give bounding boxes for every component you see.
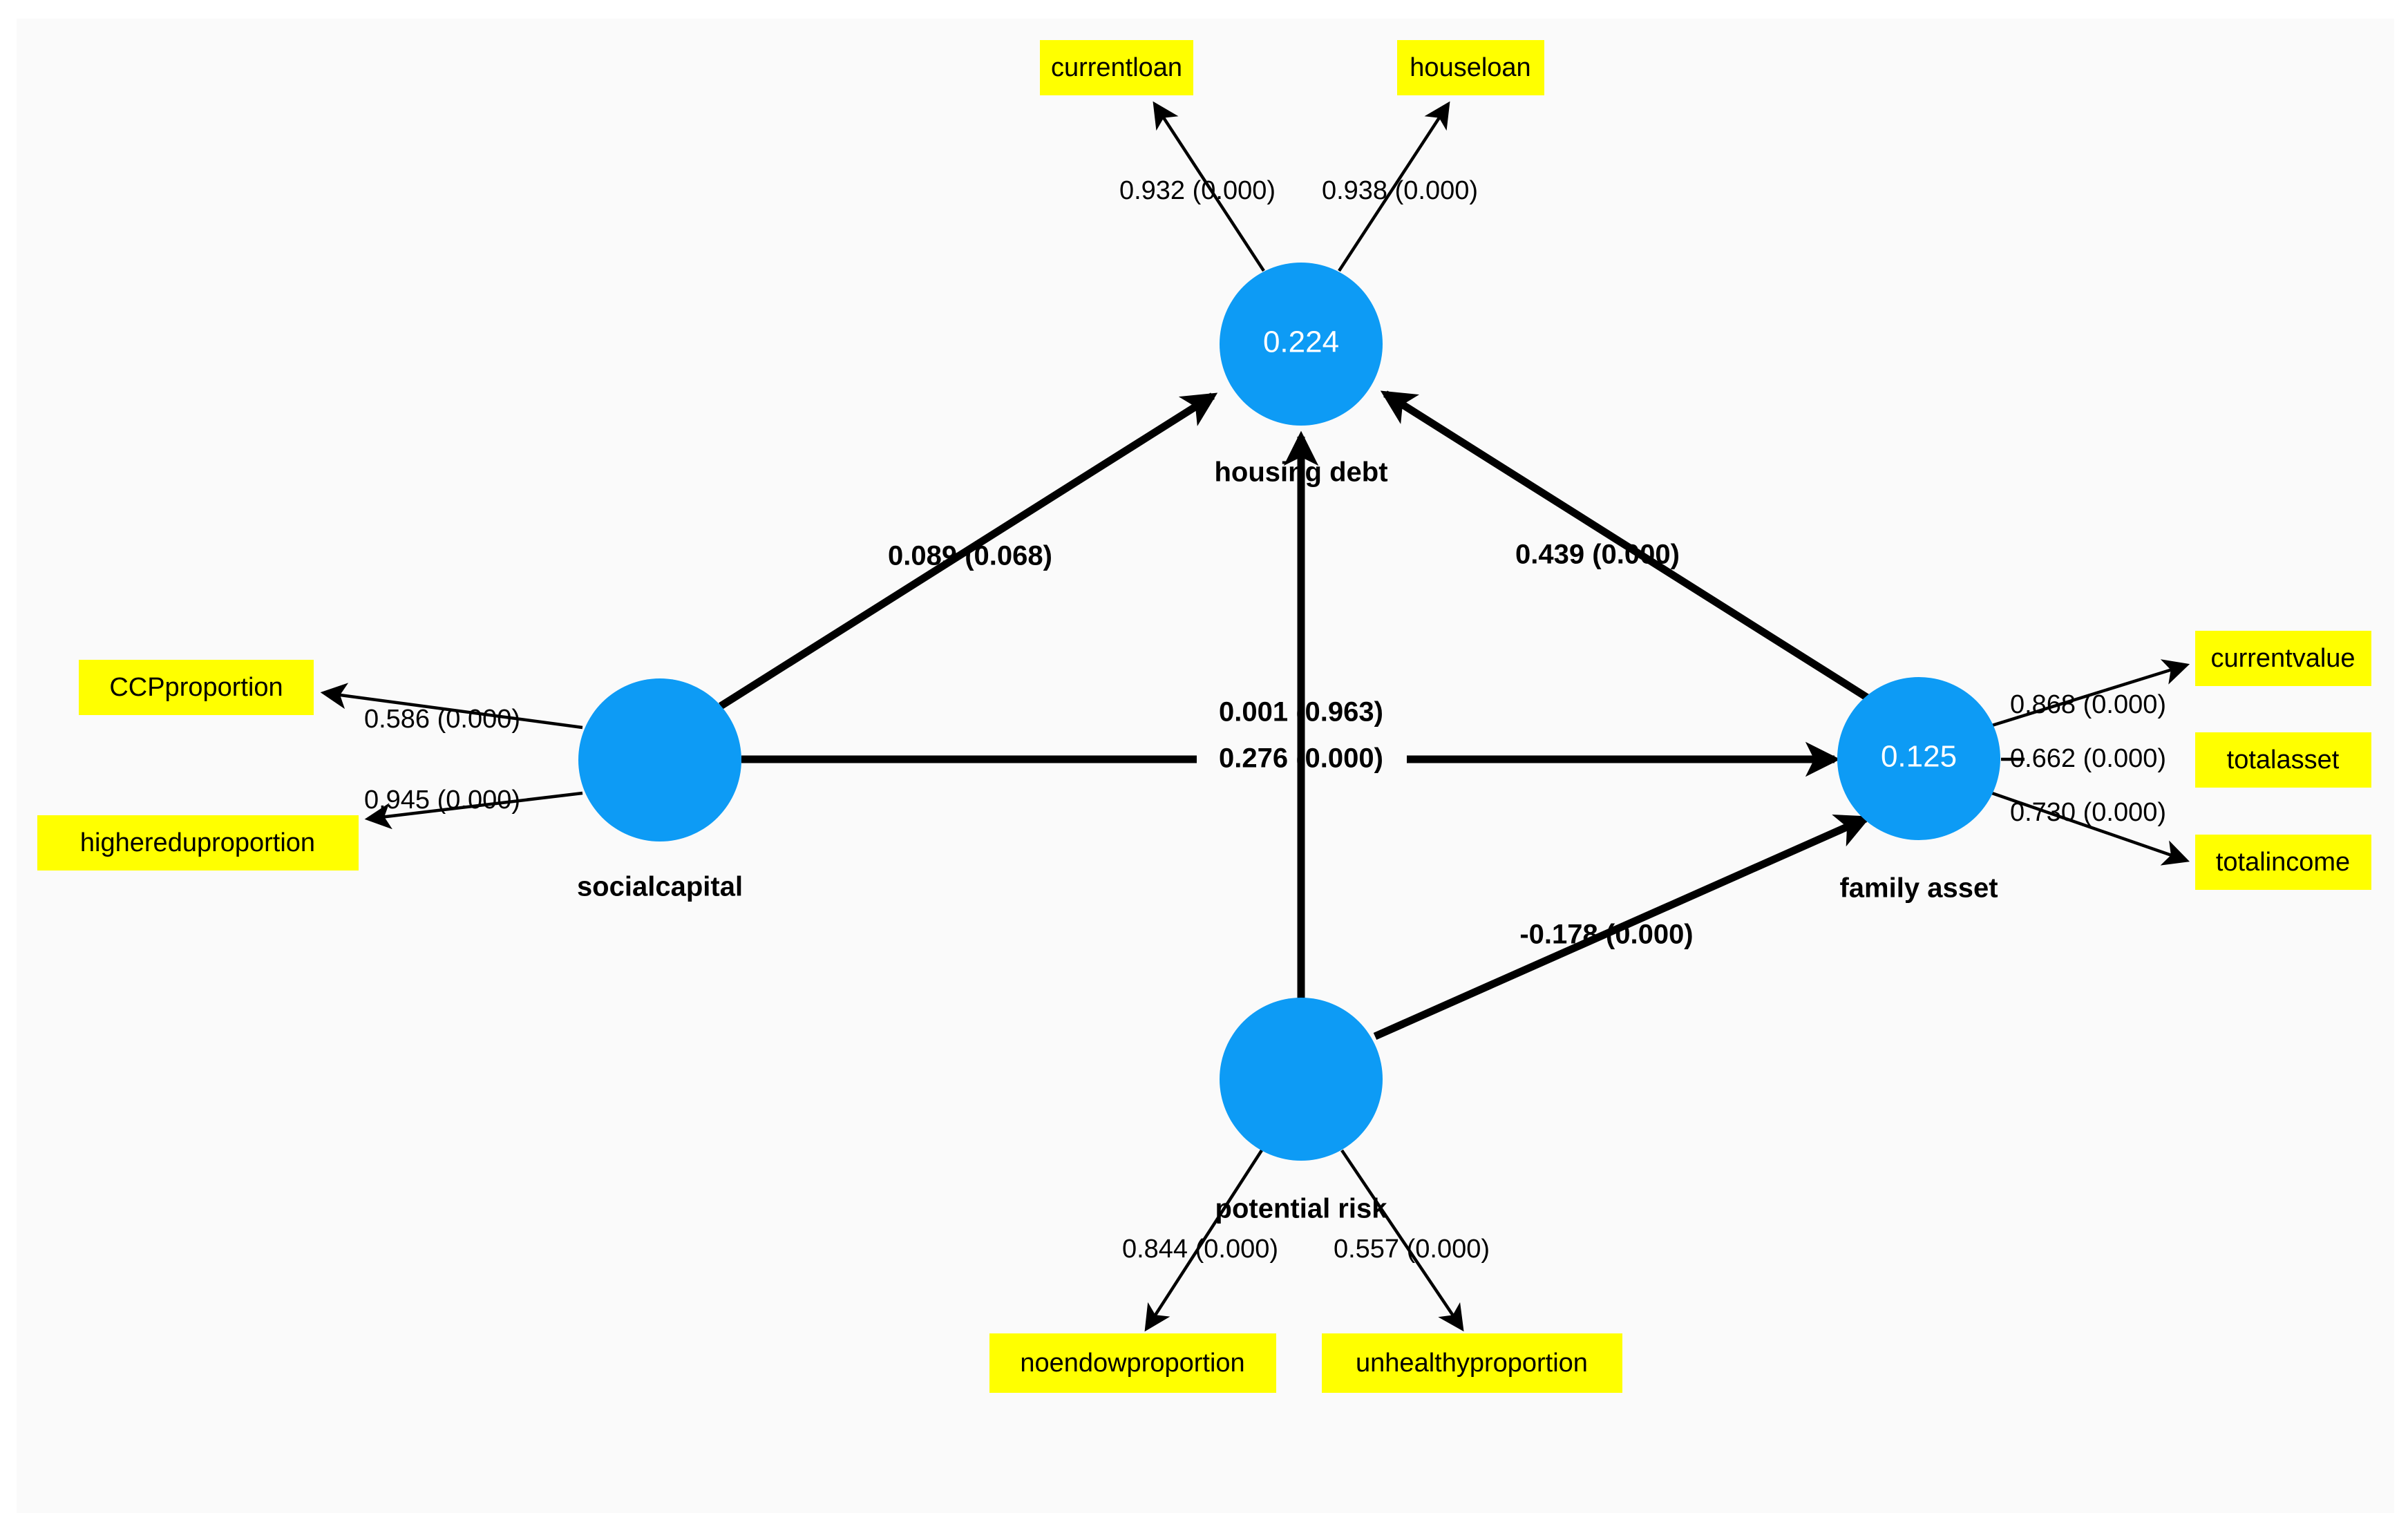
indicator-label: totalincome xyxy=(2216,848,2350,877)
loading-label-totalasset: 0.662 (0.000) xyxy=(2010,744,2166,773)
construct-r2-value: 0.224 xyxy=(1263,325,1339,359)
construct-potential-risk[interactable]: potential risk xyxy=(1215,998,1388,1224)
edge-familyasset-housingdebt xyxy=(1380,390,1872,703)
loading-label-houseloan: 0.938 (0.000) xyxy=(1322,176,1478,205)
construct-housing-debt[interactable]: 0.224 housing debt xyxy=(1214,263,1388,488)
indicator-box xyxy=(79,660,314,715)
indicator-label: totalasset xyxy=(2227,745,2340,774)
edge-socialcapital-highereduproportion xyxy=(364,791,583,830)
indicator-box xyxy=(1040,40,1193,95)
indicator-box xyxy=(2195,835,2371,890)
path-label-familyasset-housingdebt: 0.439 (0.000) xyxy=(1515,540,1680,570)
loading-label-unhealthyproportion: 0.557 (0.000) xyxy=(1334,1235,1490,1264)
loading-label-totalincome: 0.730 (0.000) xyxy=(2010,798,2166,827)
indicator-currentvalue[interactable]: currentvalue xyxy=(2195,631,2371,686)
edge-potentialrisk-unhealthyproportion xyxy=(1340,1149,1464,1332)
construct-r2-value: 0.125 xyxy=(1881,740,1957,774)
construct-circle xyxy=(1220,998,1383,1161)
indicator-totalasset[interactable]: totalasset xyxy=(2195,732,2371,788)
indicator-unhealthyproportion[interactable]: unhealthyproportion xyxy=(1322,1333,1622,1393)
indicator-label: CCPproportion xyxy=(109,673,283,702)
loading-label-noendowproportion: 0.844 (0.000) xyxy=(1122,1235,1278,1264)
indicator-label: noendowproportion xyxy=(1020,1349,1244,1378)
loading-label-currentloan: 0.932 (0.000) xyxy=(1119,176,1276,205)
indicator-totalincome[interactable]: totalincome xyxy=(2195,835,2371,890)
indicator-box xyxy=(2195,631,2371,686)
indicator-highereduproportion[interactable]: highereduproportion xyxy=(37,815,359,871)
loading-label-highereduproportion: 0.945 (0.000) xyxy=(364,786,520,815)
construct-circle xyxy=(1837,677,2000,840)
edge-potentialrisk-familyasset xyxy=(1373,814,1871,1040)
indicator-box xyxy=(37,815,359,871)
path-label-potentialrisk-housingdebt: 0.001 (0.963) xyxy=(1219,697,1383,728)
construct-family-asset[interactable]: 0.125 family asset xyxy=(1837,677,2000,904)
edge-familyasset-currentvalue xyxy=(1991,659,2190,728)
edge-housingdebt-currentloan xyxy=(1153,101,1265,272)
loading-label-currentvalue: 0.868 (0.000) xyxy=(2010,690,2166,719)
indicator-currentloan[interactable]: currentloan xyxy=(1040,40,1193,95)
construct-socialcapital[interactable]: socialcapital xyxy=(577,678,743,902)
construct-nodes: socialcapital 0.224 housing debt 0.125 f… xyxy=(577,263,2000,1224)
path-label-socialcapital-housingdebt: 0.089 (0.068) xyxy=(888,541,1052,571)
indicator-box xyxy=(989,1333,1276,1393)
construct-label: potential risk xyxy=(1215,1194,1388,1224)
construct-circle xyxy=(1220,263,1383,426)
construct-circle xyxy=(578,678,741,841)
inner-model-edges xyxy=(719,390,1872,1040)
path-coefficient-labels: 0.089 (0.068) 0.439 (0.000) 0.001 (0.963… xyxy=(888,540,1694,950)
construct-label: housing debt xyxy=(1214,457,1387,488)
edge-potentialrisk-noendowproportion xyxy=(1144,1149,1263,1332)
indicator-label: houseloan xyxy=(1410,53,1530,82)
edge-housingdebt-houseloan xyxy=(1338,101,1450,272)
edge-familyasset-totalincome xyxy=(1991,791,2190,866)
indicator-box xyxy=(1397,40,1544,95)
construct-label: socialcapital xyxy=(577,872,743,902)
indicator-label: highereduproportion xyxy=(80,828,315,857)
indicator-houseloan[interactable]: houseloan xyxy=(1397,40,1544,95)
indicator-noendowproportion[interactable]: noendowproportion xyxy=(989,1333,1276,1393)
loading-label-ccpproportion: 0.586 (0.000) xyxy=(364,705,520,734)
indicator-ccpproportion[interactable]: CCPproportion xyxy=(79,660,314,715)
path-label-socialcapital-familyasset: 0.276 (0.000) xyxy=(1219,743,1383,774)
path-label-potentialrisk-familyasset: -0.178 (0.000) xyxy=(1519,920,1693,950)
construct-label: family asset xyxy=(1839,873,1998,904)
indicator-boxes: currentloan houseloan CCPproportion high… xyxy=(37,40,2371,1393)
edge-socialcapital-housingdebt xyxy=(719,392,1218,710)
indicator-box xyxy=(2195,732,2371,788)
outer-loading-labels: 0.932 (0.000) 0.938 (0.000) 0.586 (0.000… xyxy=(364,176,2166,1264)
indicator-label: currentloan xyxy=(1051,53,1182,82)
outer-model-edges xyxy=(320,101,2190,1332)
indicator-label: unhealthyproportion xyxy=(1356,1349,1588,1378)
edge-socialcapital-ccpproportion xyxy=(320,683,583,730)
indicator-label: currentvalue xyxy=(2210,644,2355,673)
indicator-box xyxy=(1322,1333,1622,1393)
